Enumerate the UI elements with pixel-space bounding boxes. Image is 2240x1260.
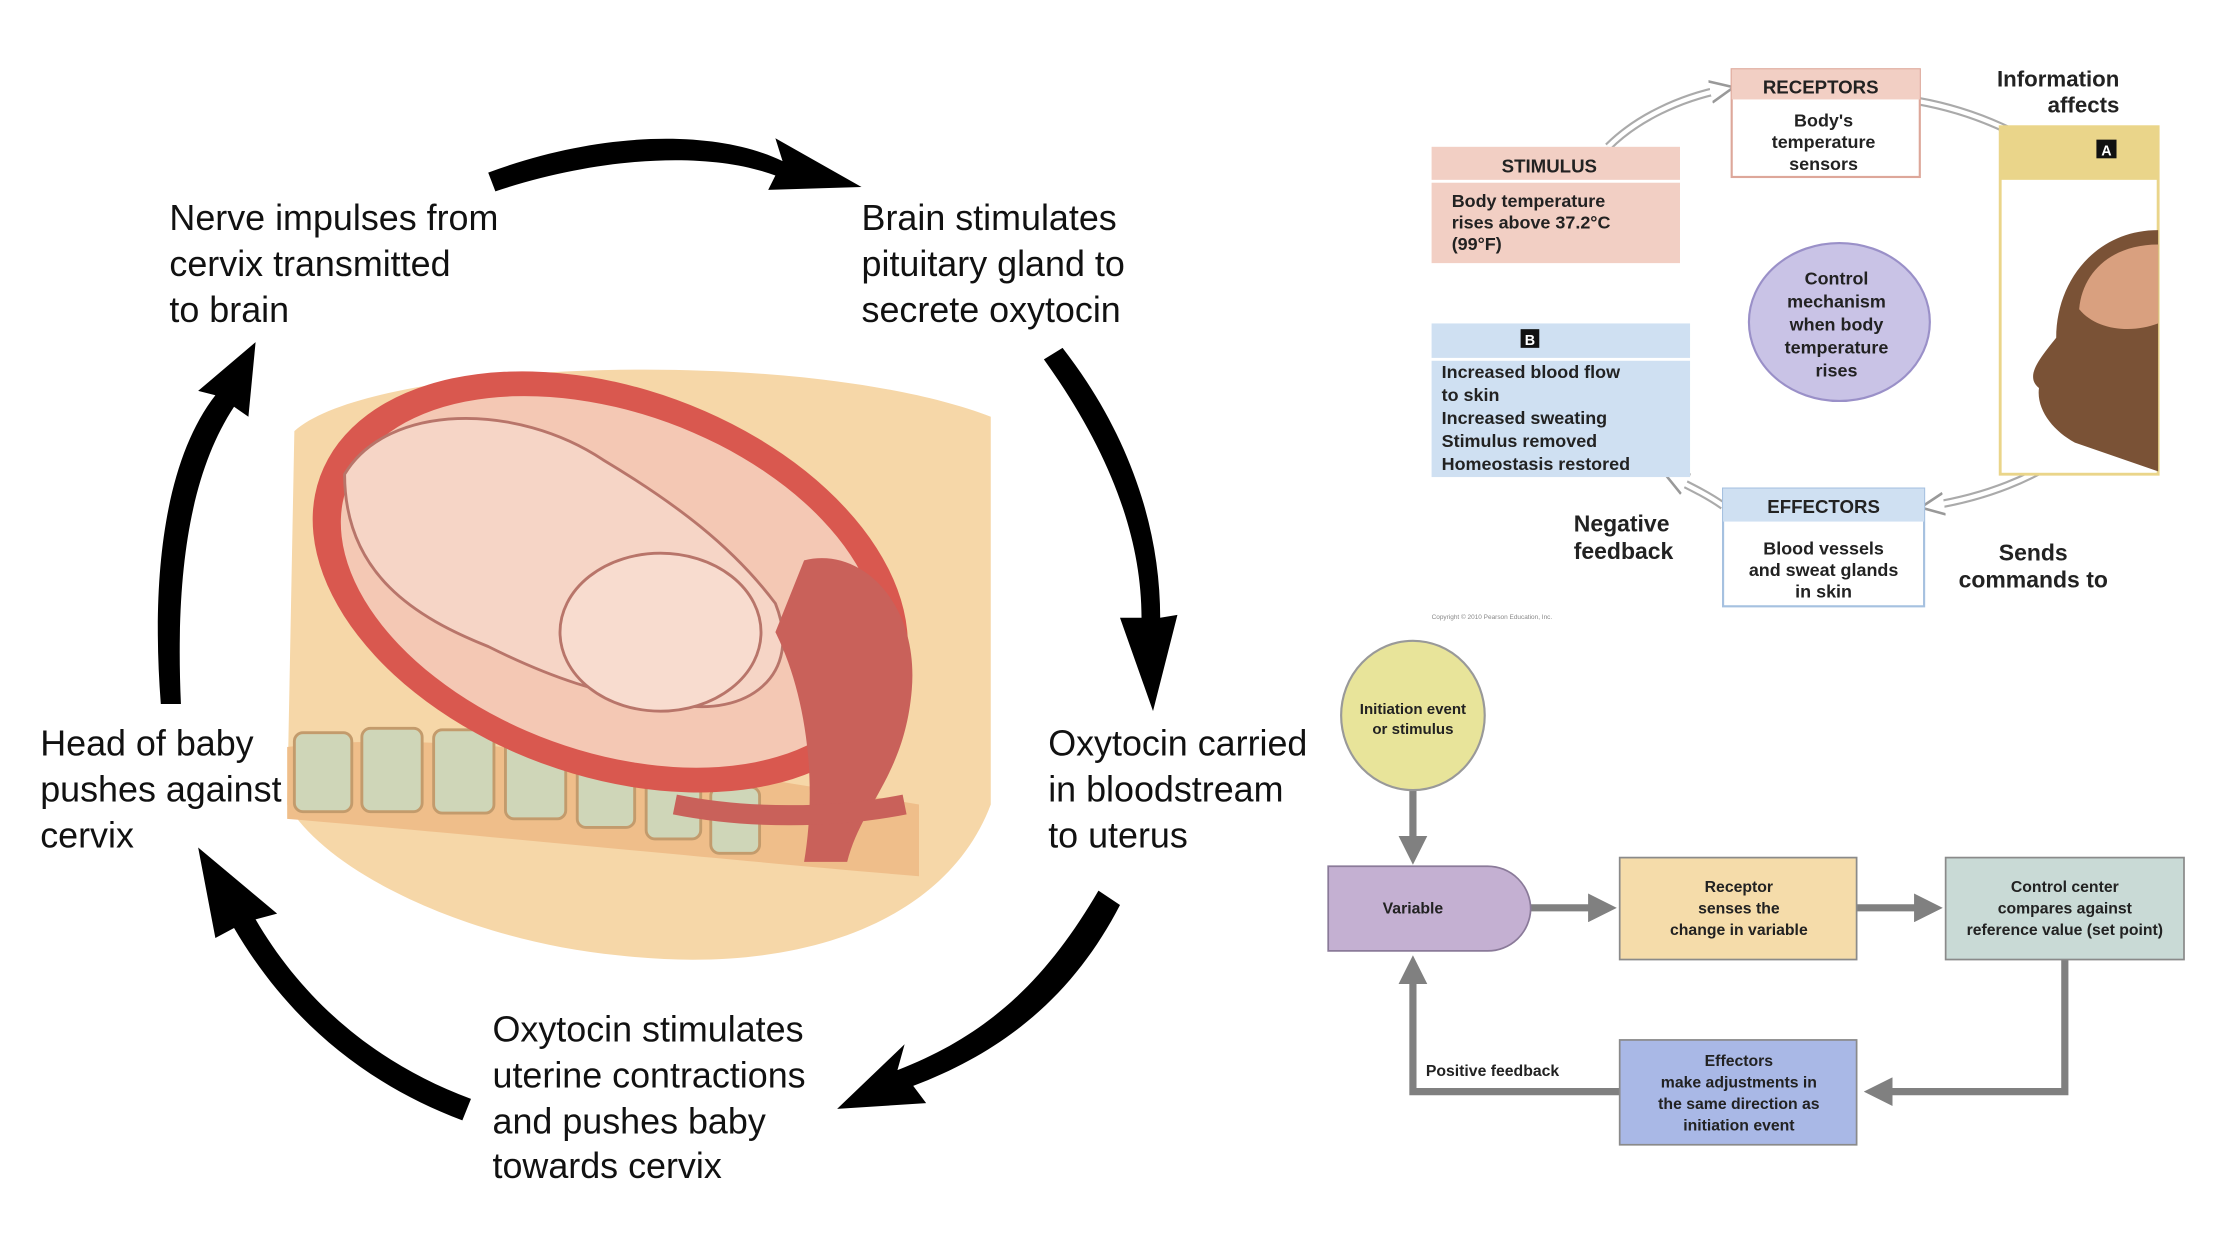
- arrow-bottom-right: [837, 890, 1120, 1109]
- cycle-arrows: [157, 138, 1178, 1121]
- positive-feedback-label: Positive feedback: [1426, 1063, 1560, 1080]
- labor-cycle: Nerve impulses from cervix transmitted t…: [40, 138, 1317, 1186]
- svg-text:B: B: [1525, 333, 1535, 349]
- arrow-bottom-left: [198, 847, 471, 1121]
- brain-icon: [2079, 244, 2159, 329]
- step-nerve-impulses: Nerve impulses from cervix transmitted t…: [169, 198, 508, 330]
- svg-text:Variable: Variable: [1383, 901, 1444, 918]
- childbirth-illustration: [287, 369, 991, 960]
- arrow-top: [488, 138, 862, 192]
- copyright-notice: Copyright © 2010 Pearson Education, Inc.: [1432, 613, 1553, 621]
- svg-text:A: A: [2101, 143, 2111, 159]
- svg-text:RECEPTORS: RECEPTORS: [1763, 77, 1879, 98]
- step-oxytocin-stimulates: Oxytocin stimulates uterine contractions…: [493, 1009, 816, 1185]
- svg-text:STIMULUS: STIMULUS: [1502, 156, 1597, 177]
- arrow-left: [157, 342, 256, 704]
- svg-text:EFFECTORS: EFFECTORS: [1767, 496, 1880, 517]
- step-head-of-baby: Head of baby pushes against cervix: [40, 724, 291, 856]
- variable-box: Variable: [1327, 865, 1532, 952]
- step-oxytocin-carried: Oxytocin carried in bloodstream to uteru…: [1048, 724, 1317, 856]
- panel-a-brain: A: [1998, 125, 2160, 476]
- step-brain-stimulates: Brain stimulates pituitary gland to secr…: [862, 198, 1135, 330]
- arrow-right: [1043, 347, 1178, 712]
